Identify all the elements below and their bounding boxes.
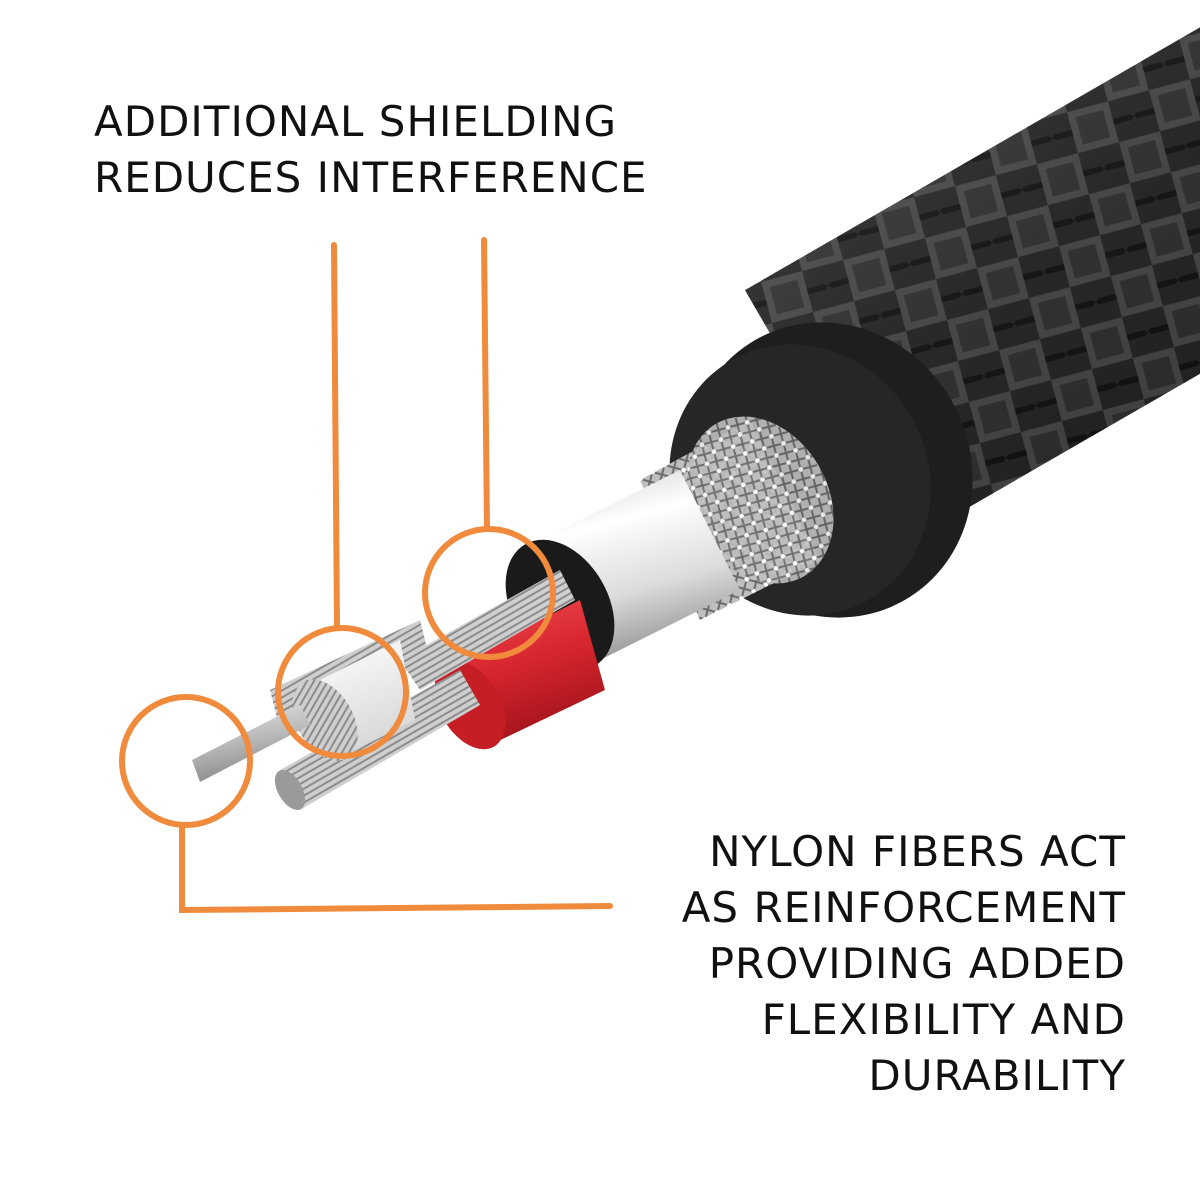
caption-line: AS REINFORCEMENT [681,883,1126,932]
caption-line: ADDITIONAL SHIELDING [94,97,618,146]
caption-line: FLEXIBILITY AND [761,995,1126,1044]
callout-circle-white-conductor [275,625,409,759]
caption-nylon-fibers: NYLON FIBERS ACT AS REINFORCEMENT PROVID… [682,824,1126,1104]
caption-shielding: ADDITIONAL SHIELDING REDUCES INTERFERENC… [94,94,648,206]
caption-line: NYLON FIBERS ACT [709,827,1126,876]
caption-line: DURABILITY [868,1051,1126,1100]
callout-leader-white-conductor [331,242,340,631]
callout-leader-core [179,823,613,914]
nylon-fiber-core [192,705,310,782]
callout-leader-shield [481,237,490,532]
callout-circle-core [119,694,253,828]
caption-line: PROVIDING ADDED [708,939,1126,988]
callout-lines [119,237,613,914]
caption-line: REDUCES INTERFERENCE [94,153,648,202]
